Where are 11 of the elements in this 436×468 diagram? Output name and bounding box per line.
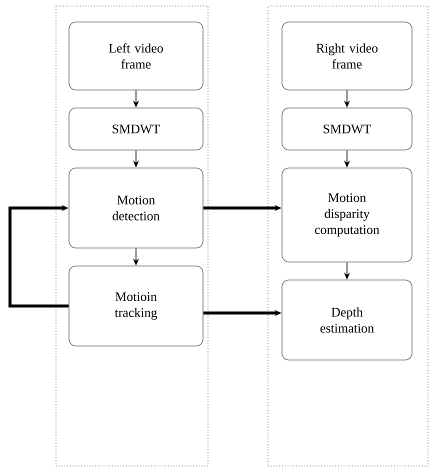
process-box: Right video frame bbox=[282, 22, 412, 90]
process-box: SMDWT bbox=[68, 108, 204, 150]
dotted-panel bbox=[268, 6, 428, 466]
dotted-panel bbox=[56, 6, 208, 466]
process-box: Motioin tracking bbox=[68, 266, 204, 346]
arrow bbox=[8, 204, 69, 308]
process-box: Left video frame bbox=[68, 22, 204, 90]
process-box: Motion disparity computation bbox=[282, 168, 412, 262]
process-box: Motion detection bbox=[68, 168, 204, 248]
process-box: SMDWT bbox=[282, 108, 412, 150]
process-box: Depth estimation bbox=[282, 280, 412, 360]
